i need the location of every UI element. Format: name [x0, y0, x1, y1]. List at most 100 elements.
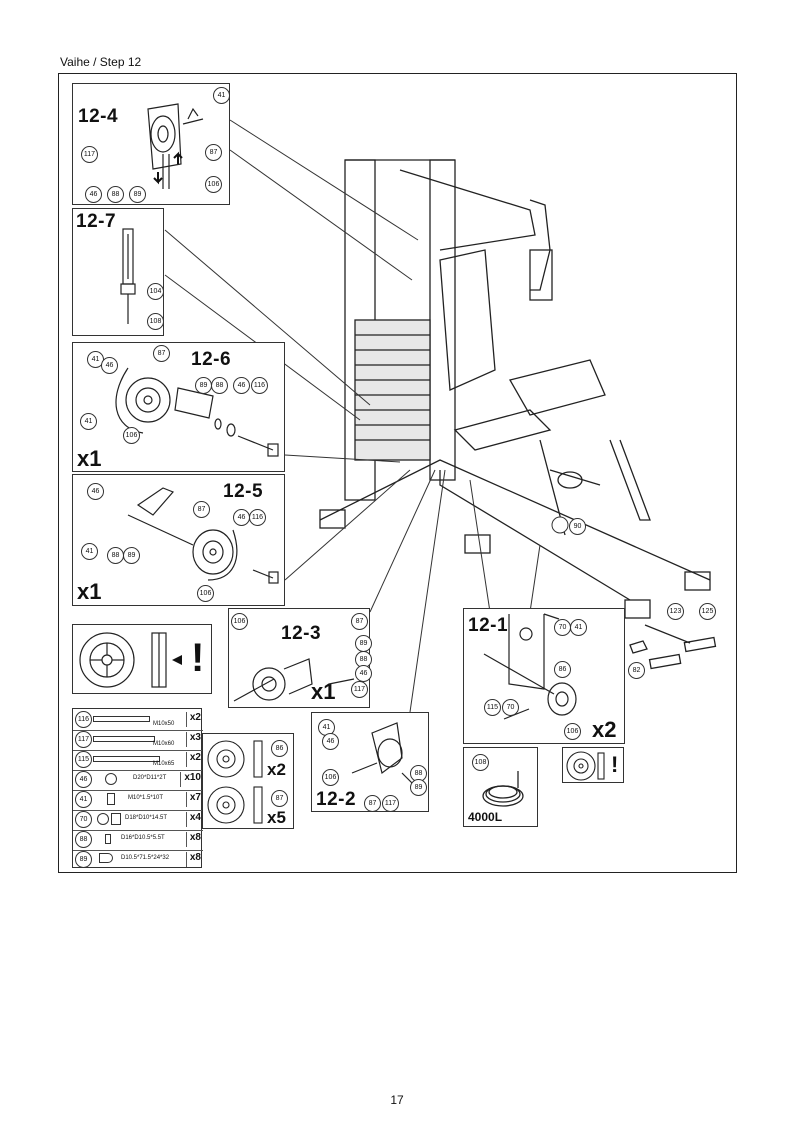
page-number: 17 [390, 1093, 404, 1107]
panel-12-6: 12-6 x1 41 87 46 88 89 46 116 106 [72, 342, 285, 472]
callout-106: 106 [231, 613, 248, 630]
callout-87: 87 [364, 795, 381, 812]
part-qty: x3 [185, 732, 201, 747]
part-spec: D10.5*71.5*24*32 [121, 855, 170, 861]
callout-106: 106 [322, 769, 339, 786]
parts-row: 117 M10x60 x3 [73, 729, 203, 751]
panel-12-3-label: 12-3 [281, 623, 322, 644]
callout-86: 86 [271, 740, 288, 757]
cable-length: 4000L [468, 810, 503, 824]
part-qty: x7 [185, 792, 201, 807]
part-number: 88 [75, 831, 92, 848]
panel-12-4-label: 12-4 [78, 106, 119, 127]
callout-86: 86 [554, 661, 571, 678]
callout-106: 106 [205, 176, 222, 193]
part-spec: D18*D10*14.5T [125, 815, 168, 821]
warning-icon: ! [191, 636, 205, 680]
callout-41: 41 [81, 543, 98, 560]
callout-116: 116 [249, 509, 266, 526]
multiplier-x1: x1 [77, 446, 102, 471]
part-spec: M10x50 [153, 721, 175, 727]
callout-87: 87 [271, 790, 288, 807]
callout-117: 117 [351, 681, 368, 698]
pulley-bracket-assembly-drawing [127, 487, 279, 584]
part-number: 46 [75, 771, 92, 788]
callout-46: 46 [101, 357, 118, 374]
callout-41: 41 [80, 413, 97, 430]
parts-row: 115 M10x65 x2 [73, 749, 203, 771]
pulley-warning-panel: ! [562, 747, 624, 783]
panel-12-1-label: 12-1 [468, 615, 509, 636]
callout-41: 41 [213, 87, 230, 104]
part-number: 116 [75, 711, 92, 728]
callout-117: 117 [81, 146, 98, 163]
part-number: 89 [75, 851, 92, 868]
callout-89: 89 [129, 186, 146, 203]
callout-89: 89 [195, 377, 212, 394]
panel-12-5-label: 12-5 [223, 481, 264, 502]
cable-panel: 108 4000L [463, 747, 538, 827]
callout-41: 41 [570, 619, 587, 636]
panel-12-1: 12-1 x2 70 41 86 115 70 106 [463, 608, 625, 744]
callout-70: 70 [554, 619, 571, 636]
pulley-orientation-panel: ! [72, 624, 212, 694]
parts-row: 88 D16*D10.5*5.5T x8 [73, 829, 203, 851]
callout-88: 88 [107, 186, 124, 203]
callout-88: 88 [107, 547, 124, 564]
pulley-pair-drawing [207, 740, 263, 824]
part-spec: D16*D10.5*5.5T [121, 835, 165, 841]
pulley-count-panel: 86 x2 87 x5 [202, 733, 294, 829]
callout-106: 106 [123, 427, 140, 444]
parts-list: 116 M10x50 x2 117 M10x60 x3 115 M10x65 x… [72, 708, 203, 870]
parts-row: 116 M10x50 x2 [73, 709, 203, 731]
callout-123: 123 [667, 603, 684, 620]
callout-82: 82 [628, 662, 645, 679]
part-number: 115 [75, 751, 92, 768]
pulley-orientation-drawing [79, 632, 182, 688]
cable-end-drawing [120, 228, 136, 324]
multiplier-x5: x5 [267, 808, 286, 827]
callout-88: 88 [211, 377, 228, 394]
handle-bars-drawing [629, 624, 717, 670]
multiplier-x2: x2 [592, 717, 617, 742]
parts-row: 46 D20*D11*2T x10 [73, 769, 203, 791]
multiplier-x2: x2 [267, 760, 286, 779]
warning-icon: ! [611, 752, 619, 777]
callout-46: 46 [85, 186, 102, 203]
callout-46: 46 [233, 509, 250, 526]
seat-pulley-drawing [483, 613, 577, 720]
parts-row: 89 D10.5*71.5*24*32 x8 [73, 849, 203, 870]
pulley-assembly-drawing [115, 367, 279, 457]
part-qty: x2 [185, 712, 201, 727]
diagram-frame [58, 73, 737, 873]
step-title: Vaihe / Step 12 [60, 55, 142, 69]
panel-12-7-label: 12-7 [76, 211, 117, 232]
callout-116: 116 [251, 377, 268, 394]
pulley-bracket-drawing [147, 103, 204, 189]
part-number: 70 [75, 811, 92, 828]
callout-125: 125 [699, 603, 716, 620]
part-spec: M10*1.5*10T [128, 795, 164, 801]
parts-row: 41 M10*1.5*10T x7 [73, 789, 203, 811]
parts-row: 70 D18*D10*14.5T x4 [73, 809, 203, 831]
panel-12-7: 12-7 104 108 [72, 208, 164, 336]
panel-12-4: 12-4 41 117 87 46 88 89 106 [72, 83, 230, 205]
part-qty: x2 [185, 752, 201, 767]
part-number: 117 [75, 731, 92, 748]
callout-70: 70 [502, 699, 519, 716]
pulley-mount-drawing [233, 658, 355, 702]
callout-46: 46 [322, 733, 339, 750]
part-spec: D20*D11*2T [133, 775, 167, 781]
part-qty: x8 [185, 852, 201, 867]
part-spec: M10x65 [153, 761, 175, 767]
part-number: 41 [75, 791, 92, 808]
gym-machine-illustration [319, 159, 711, 619]
callout-87: 87 [205, 144, 222, 161]
panel-12-3: 12-3 x1 106 87 89 88 46 117 [228, 608, 372, 708]
panel-12-6-label: 12-6 [191, 349, 232, 370]
panel-12-2: 12-2 41 46 106 88 89 87 117 [311, 712, 429, 812]
callout-46: 46 [233, 377, 250, 394]
callout-106: 106 [564, 723, 581, 740]
callout-46: 46 [355, 665, 372, 682]
panel-12-2-label: 12-2 [316, 789, 357, 810]
